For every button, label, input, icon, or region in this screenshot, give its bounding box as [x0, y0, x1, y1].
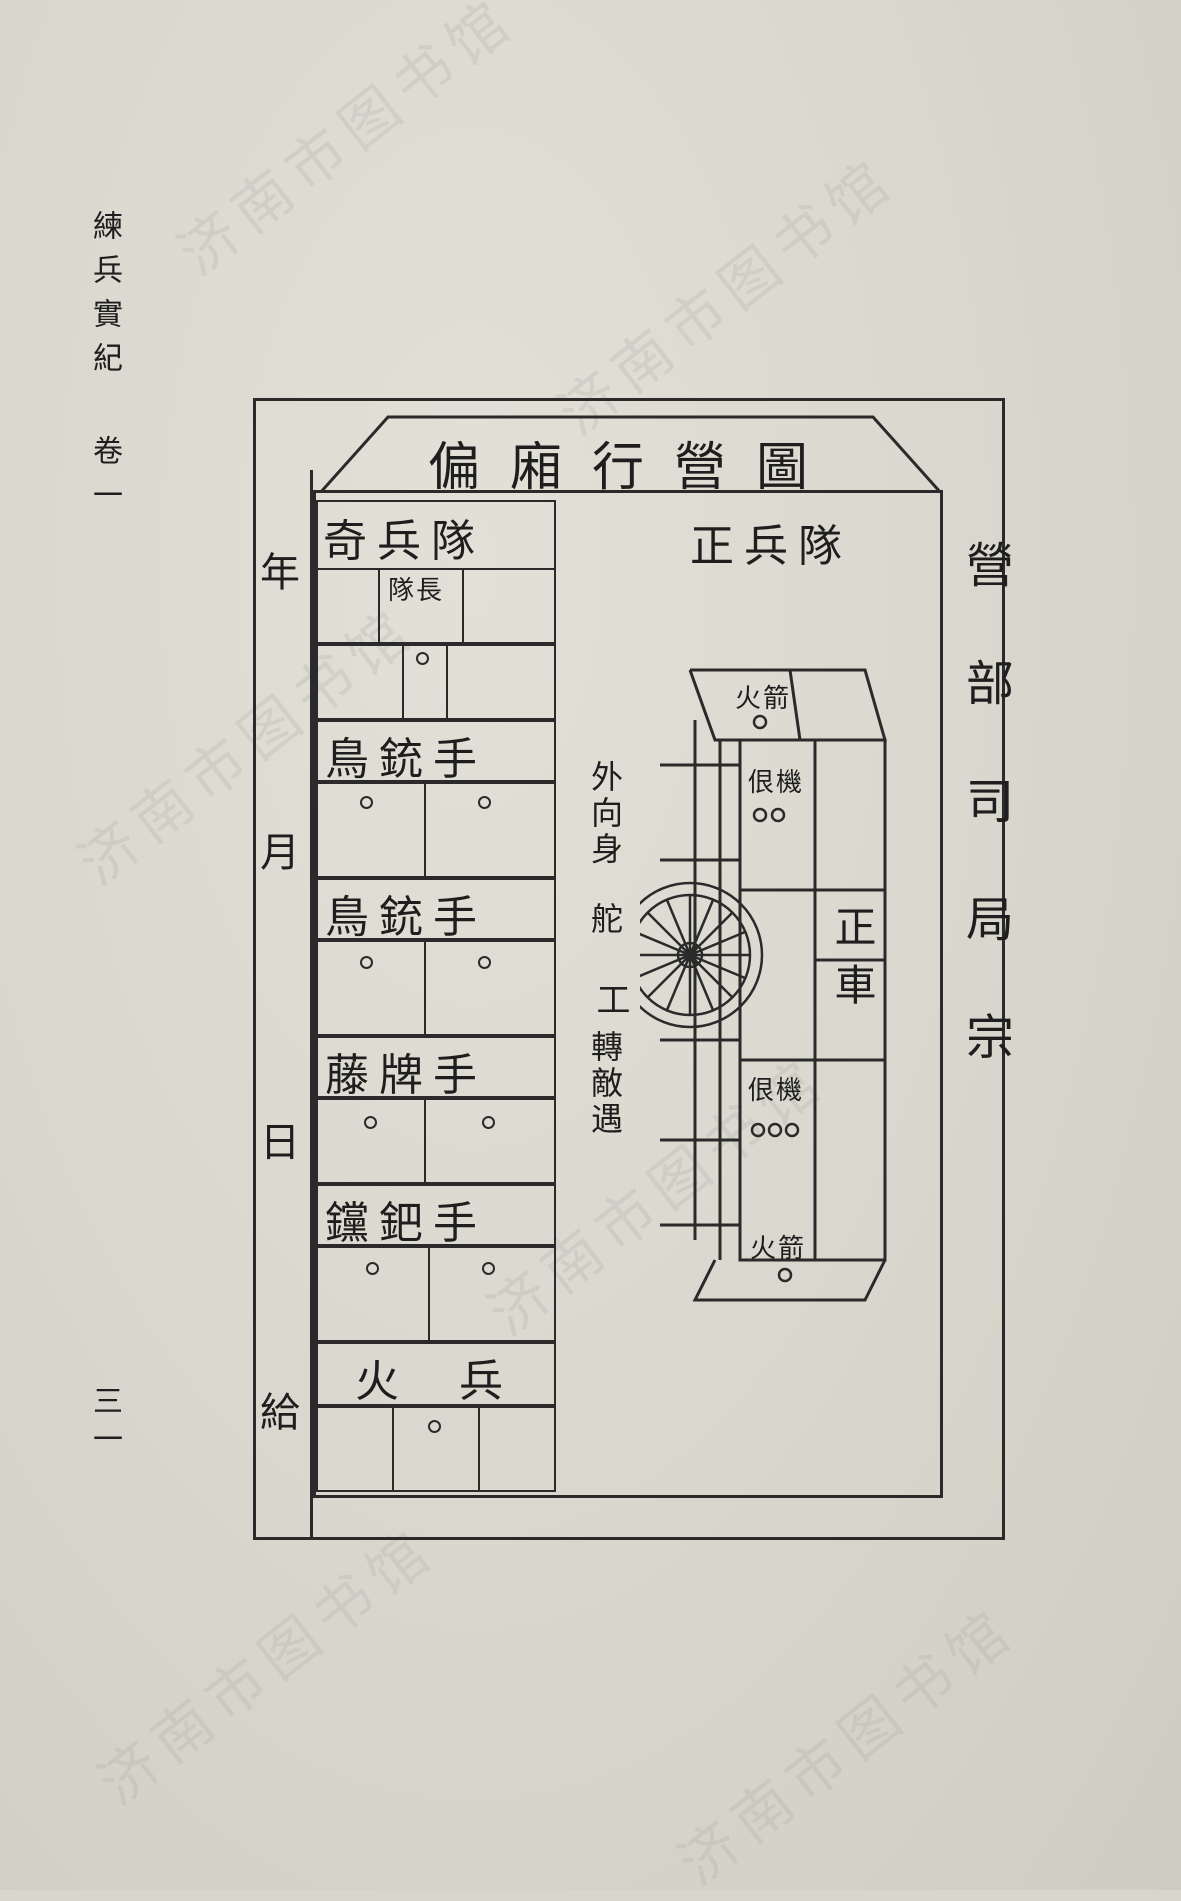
label-turn-enemy: 轉敵遇 — [586, 1030, 624, 1138]
soldier-dot — [482, 1116, 495, 1129]
right-column-title: 正兵隊 — [690, 521, 852, 572]
date-char-give: 給 — [260, 1390, 300, 1436]
soldier-dot — [364, 1116, 377, 1129]
label-gunji-top: 佷機 — [748, 768, 805, 798]
running-head: 練兵實紀 卷一 — [87, 210, 122, 523]
diagram-title: 偏廂行營圖 — [427, 438, 838, 498]
right-side-text: 營部司局宗 — [957, 540, 1013, 1130]
row-cell — [316, 1246, 430, 1342]
inner-frame — [313, 490, 943, 1498]
label-duo: 舵 — [586, 902, 624, 934]
soldier-dot — [360, 956, 373, 969]
soldier-dot — [360, 796, 373, 809]
date-strip — [253, 470, 313, 1540]
row-label-musket: 鳥銃手 — [325, 734, 487, 785]
watermark: 济南市图书馆 — [165, 0, 529, 289]
watermark: 济南市图书馆 — [85, 1513, 449, 1819]
label-huojian-top: 火箭 — [735, 684, 792, 714]
row-label-fire-soldier: 火兵 — [355, 1356, 563, 1407]
row-cell — [402, 644, 448, 720]
label-gong: 工 — [590, 982, 630, 1016]
row-cell — [316, 1342, 556, 1406]
left-column-title: 奇兵隊 — [323, 516, 485, 567]
label-huojian-bottom: 火箭 — [750, 1234, 807, 1264]
date-char-day: 日 — [260, 1120, 300, 1166]
label-gunji-bottom: 佷機 — [748, 1076, 805, 1106]
row-cell — [316, 1184, 556, 1246]
row-cell — [316, 720, 556, 782]
title-banner — [318, 415, 943, 493]
row-label-captain: 隊長 — [388, 576, 445, 606]
soldier-dot — [416, 652, 429, 665]
soldier-dot — [482, 1262, 495, 1275]
soldier-dot — [366, 1262, 379, 1275]
watermark: 济南市图书馆 — [665, 1593, 1029, 1899]
war-cart-diagram — [640, 668, 887, 1302]
soldier-dot — [428, 1420, 441, 1433]
page-number: 三一 — [87, 1385, 122, 1461]
row-label-trident: 钂鈀手 — [325, 1198, 487, 1249]
date-char-year: 年 — [260, 550, 300, 596]
row-cell — [316, 878, 556, 940]
soldier-dot — [478, 796, 491, 809]
row-cell — [316, 1098, 426, 1184]
outer-frame — [253, 398, 1005, 1540]
row-cell — [392, 1406, 480, 1492]
row-label-shield: 藤牌手 — [325, 1050, 487, 1101]
label-zhengche: 正車 — [828, 905, 877, 1021]
soldier-dot — [478, 956, 491, 969]
row-label-musket: 鳥銃手 — [325, 892, 487, 943]
row-cell — [316, 1036, 556, 1098]
row-cell — [316, 782, 426, 878]
label-outward: 外向身 — [586, 760, 624, 868]
row-cell — [316, 940, 426, 1036]
date-char-month: 月 — [260, 830, 300, 876]
row-cell — [378, 568, 464, 644]
